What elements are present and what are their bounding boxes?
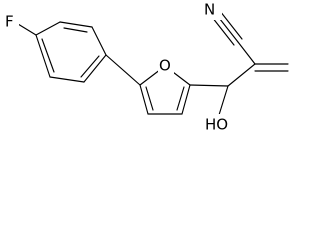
fluorine-label-mask bbox=[3, 12, 19, 32]
hydroxyl-label-mask bbox=[204, 114, 234, 136]
benzene-bond-6 bbox=[35, 34, 51, 78]
furan-bond-c4-c5 bbox=[139, 84, 149, 115]
benzene-bond-3 bbox=[91, 26, 107, 56]
benzene-bond-5 bbox=[49, 76, 85, 83]
benzene-bond-4 bbox=[83, 54, 107, 83]
furan-double-bond-1 bbox=[145, 86, 154, 111]
fluorine-label: F bbox=[5, 13, 14, 31]
benzene-double-bond-2 bbox=[80, 55, 100, 78]
nitrile-nitrogen-label: N bbox=[204, 1, 215, 19]
oxygen-label-mask bbox=[158, 55, 174, 75]
benzene-double-bond-3 bbox=[41, 38, 55, 73]
nitrile-triple-bond-2 bbox=[219, 10, 243, 40]
furan-carbinol-bond bbox=[189, 84, 229, 87]
carbinol-vinyl-bond bbox=[227, 63, 256, 87]
furan-bond-c2-c3 bbox=[181, 84, 191, 115]
carbinol-hydroxyl-bond bbox=[218, 85, 229, 116]
nitrile-triple-bond-3 bbox=[211, 16, 235, 46]
furan-oxygen-label: O bbox=[159, 57, 171, 75]
benzene-furan-bond bbox=[105, 54, 141, 86]
nitrogen-label-mask bbox=[202, 0, 222, 20]
carbon-fluorine-bond bbox=[17, 23, 37, 36]
vinyl-nitrile-bond bbox=[237, 41, 256, 65]
furan-double-bond-2 bbox=[176, 86, 185, 111]
chemical-structure-diagram: F O N HO bbox=[3, 0, 289, 136]
hydroxyl-label: HO bbox=[205, 116, 228, 134]
benzene-bond-2 bbox=[59, 21, 93, 28]
benzene-bond-1 bbox=[35, 21, 61, 36]
benzene-double-bond-1 bbox=[63, 27, 88, 33]
